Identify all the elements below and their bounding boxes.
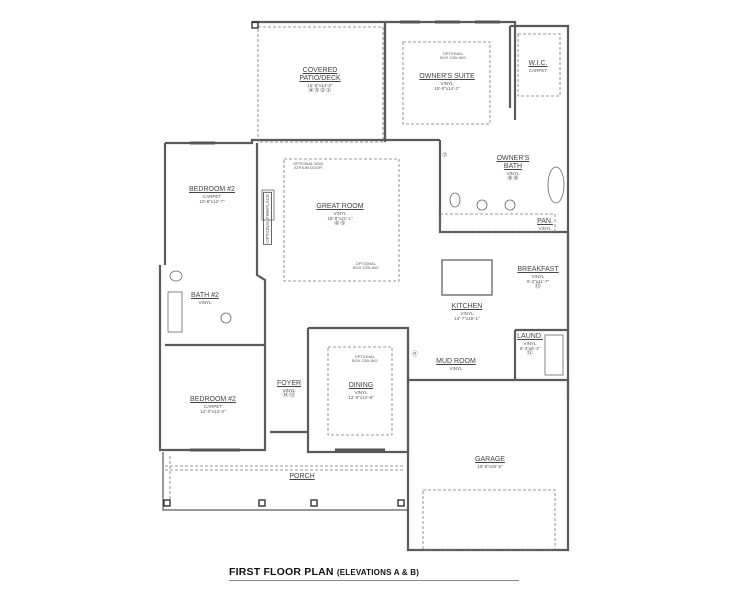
bath2-walls bbox=[158, 265, 265, 347]
porch-post bbox=[310, 499, 318, 507]
laundry-machines bbox=[544, 334, 564, 376]
tub bbox=[547, 166, 565, 204]
bath2-label: BATH #2 VINYL bbox=[191, 292, 219, 306]
patio-post bbox=[251, 21, 259, 29]
great-room-divider bbox=[255, 143, 267, 345]
bedroom-top-label: BEDROOM #2 CARPET 10'-8"x12'-7" bbox=[189, 186, 235, 205]
fireplace-optional bbox=[261, 189, 275, 221]
garage-label: GARAGE 19'-5"x20'-5" bbox=[475, 456, 505, 470]
owners-suite-box-ceiling bbox=[402, 41, 491, 125]
porch-post bbox=[258, 499, 266, 507]
porch-dashed bbox=[165, 456, 405, 506]
pantry-label: PAN. VINYL bbox=[537, 218, 553, 232]
tub bbox=[167, 291, 183, 333]
wic-walls bbox=[508, 24, 570, 232]
sink bbox=[220, 312, 232, 324]
mudroom-walls bbox=[406, 335, 568, 382]
great-room-box-ceiling bbox=[283, 158, 400, 282]
great-room-label: GREAT ROOM VINYL 18'-8"x21'-1" ⑥⑤ bbox=[316, 203, 364, 228]
porch-outline bbox=[162, 452, 408, 511]
owners-bath-label: OWNER'S BATH VINYL ⑨⑧ bbox=[496, 155, 530, 183]
laundry-walls bbox=[513, 328, 568, 380]
garage-door-dashed bbox=[422, 489, 556, 551]
plan-title: FIRST FLOOR PLAN (ELEVATIONS A & B) bbox=[229, 566, 420, 578]
dining-mark: ⑪ bbox=[411, 352, 419, 358]
laundry-label: LAUND. VINYL 6'-3"x6'-1" ⑫ bbox=[517, 333, 543, 358]
wic-label: W.I.C. CARPET bbox=[528, 60, 548, 74]
toilet bbox=[169, 270, 183, 282]
mud-room-label: MUD ROOM VINYL bbox=[436, 358, 476, 372]
owners-suite-label: OWNER'S SUITE VINYL 15'-0"x14'-2" bbox=[419, 73, 475, 92]
title-underline bbox=[229, 580, 519, 581]
patio-dashed-border bbox=[257, 26, 384, 143]
closet-mark: ⑦ bbox=[442, 153, 448, 159]
toilet bbox=[449, 192, 461, 208]
wic-dashed bbox=[517, 33, 561, 97]
dining-box-ceiling bbox=[327, 346, 393, 436]
plan-subtitle: (ELEVATIONS A & B) bbox=[336, 568, 420, 577]
kitchen-label: KITCHEN VINYL 14'-7"x16'-1" bbox=[451, 303, 483, 322]
optional-fireplace-note: OPTIONAL FIREPLACE bbox=[263, 192, 272, 245]
sink bbox=[476, 199, 488, 211]
porch-label: PORCH bbox=[289, 473, 315, 480]
dining-label: DINING VINYL 12'-0"x14'-9" bbox=[348, 382, 374, 401]
porch-post bbox=[397, 499, 405, 507]
covered-patio-label: COVERED PATIO/DECK 15'-9"x14'-9" ④⑤②① bbox=[299, 67, 341, 95]
garage-walls bbox=[406, 380, 570, 552]
sink bbox=[504, 199, 516, 211]
bedroom-bottom-label: BEDROOM #2 CARPET 12'-0"x12'-0" bbox=[190, 396, 236, 415]
kitchen-counter bbox=[439, 213, 556, 233]
kitchen-island bbox=[441, 259, 493, 296]
foyer-label: FOYER VINYL ⑭⑬ bbox=[276, 380, 302, 400]
breakfast-label: BREAKFAST VINYL 6'-2"x11'-7" ⑬ bbox=[517, 266, 559, 291]
porch-post bbox=[163, 499, 171, 507]
